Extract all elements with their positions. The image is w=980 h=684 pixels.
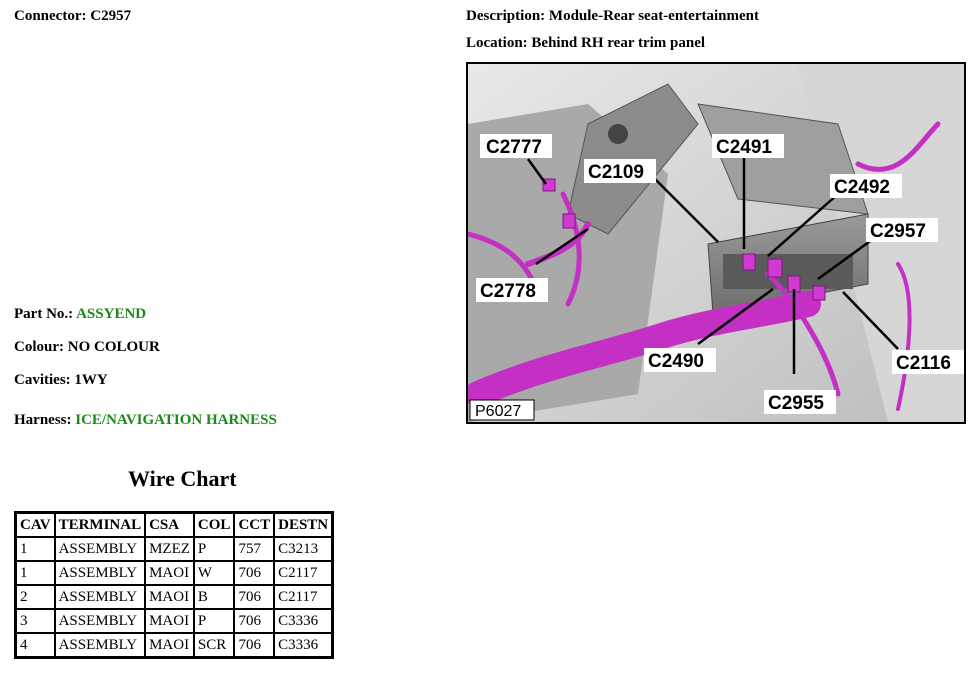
cell-terminal: ASSEMBLY xyxy=(53,608,147,634)
cell-cav: 4 xyxy=(14,632,56,659)
wire-chart-title: Wire Chart xyxy=(128,466,237,491)
callout-c2491: C2491 xyxy=(716,137,772,158)
cell-terminal: ASSEMBLY xyxy=(53,560,147,586)
wire-chart-table: CAV TERMINAL CSA COL CCT DESTN 1 ASSEMBL… xyxy=(14,511,335,659)
cell-destn: C3336 xyxy=(273,632,334,659)
colour-value: NO COLOUR xyxy=(67,339,160,355)
cell-col: P xyxy=(192,608,236,634)
table-row: 2 ASSEMBLY MAOI B 706 C2117 xyxy=(14,584,334,610)
cavities-value: 1WY xyxy=(74,372,108,388)
cell-csa: MZEZ xyxy=(144,536,195,562)
connector-line: Connector: C2957 xyxy=(14,8,131,25)
table-row: 1 ASSEMBLY MZEZ P 757 C3213 xyxy=(14,536,334,562)
callout-labels: C2777 C2109 C2491 C2492 C2957 C2778 C249… xyxy=(476,134,964,414)
cell-csa: MAOI xyxy=(144,584,195,610)
callout-c2955: C2955 xyxy=(768,393,824,414)
speaker-cone xyxy=(608,124,628,144)
callout-c2490: C2490 xyxy=(648,351,704,372)
header-col: COL xyxy=(192,511,236,538)
callout-c2116: C2116 xyxy=(896,353,951,374)
description-line: Description: Module-Rear seat-entertainm… xyxy=(466,8,759,25)
cell-col: SCR xyxy=(192,632,236,659)
callout-c2777: C2777 xyxy=(486,137,542,158)
cell-cct: 706 xyxy=(233,584,276,610)
connector-label: Connector: xyxy=(14,8,87,24)
part-no-link[interactable]: ASSYEND xyxy=(76,306,147,322)
header-cct: CCT xyxy=(233,511,276,538)
header-terminal: TERMINAL xyxy=(53,511,147,538)
figure-id-box xyxy=(469,399,535,421)
location-illustration: C2777 C2109 C2491 C2492 C2957 C2778 C249… xyxy=(466,62,966,424)
wire-chart-header-row: CAV TERMINAL CSA COL CCT DESTN xyxy=(14,511,334,538)
callout-c2778: C2778 xyxy=(480,281,536,302)
colour-line: Colour: NO COLOUR xyxy=(14,339,160,356)
callout-c2109: C2109 xyxy=(588,162,644,183)
harness-label: Harness: xyxy=(14,412,72,428)
cell-cav: 1 xyxy=(14,560,56,586)
cell-destn: C3336 xyxy=(273,608,334,634)
cell-terminal: ASSEMBLY xyxy=(53,584,147,610)
location-label: Location: xyxy=(466,35,528,51)
pink-connectors xyxy=(542,178,826,301)
header-destn: DESTN xyxy=(273,511,334,538)
harness-link[interactable]: ICE/NAVIGATION HARNESS xyxy=(75,412,277,428)
cavities-label: Cavities: xyxy=(14,372,71,388)
colour-label: Colour: xyxy=(14,339,64,355)
connector-value: C2957 xyxy=(90,8,132,24)
part-no-label: Part No.: xyxy=(14,306,74,322)
location-line: Location: Behind RH rear trim panel xyxy=(466,35,705,52)
cell-col: P xyxy=(192,536,236,562)
callout-c2492: C2492 xyxy=(834,177,890,198)
location-value: Behind RH rear trim panel xyxy=(531,35,706,51)
description-value: Module-Rear seat-entertainment xyxy=(548,8,759,24)
cell-terminal: ASSEMBLY xyxy=(53,536,147,562)
cell-destn: C2117 xyxy=(273,584,334,610)
table-row: 1 ASSEMBLY MAOI W 706 C2117 xyxy=(14,560,334,586)
cell-cct: 706 xyxy=(233,560,276,586)
harness-line: Harness: ICE/NAVIGATION HARNESS xyxy=(14,412,277,429)
cell-csa: MAOI xyxy=(144,632,195,659)
callout-c2957: C2957 xyxy=(870,221,926,242)
illustration-drawing: C2777 C2109 C2491 C2492 C2957 C2778 C249… xyxy=(468,64,964,422)
table-row: 4 ASSEMBLY MAOI SCR 706 C3336 xyxy=(14,632,334,659)
cell-destn: C2117 xyxy=(273,560,334,586)
description-label: Description: xyxy=(466,8,546,24)
cavities-line: Cavities: 1WY xyxy=(14,372,108,389)
table-row: 3 ASSEMBLY MAOI P 706 C3336 xyxy=(14,608,334,634)
header-csa: CSA xyxy=(144,511,195,538)
part-no-line: Part No.: ASSYEND xyxy=(14,306,146,323)
cell-cct: 706 xyxy=(233,608,276,634)
cell-cav: 2 xyxy=(14,584,56,610)
cell-col: W xyxy=(192,560,236,586)
cell-cct: 706 xyxy=(233,632,276,659)
cell-destn: C3213 xyxy=(273,536,334,562)
cell-cav: 1 xyxy=(14,536,56,562)
figure-id: P6027 xyxy=(475,403,521,420)
cell-csa: MAOI xyxy=(144,608,195,634)
callout-arrows xyxy=(526,154,899,374)
wiring-harness xyxy=(468,121,941,411)
cell-csa: MAOI xyxy=(144,560,195,586)
cell-cav: 3 xyxy=(14,608,56,634)
header-cav: CAV xyxy=(14,511,56,538)
cell-col: B xyxy=(192,584,236,610)
cell-cct: 757 xyxy=(233,536,276,562)
cell-terminal: ASSEMBLY xyxy=(53,632,147,659)
